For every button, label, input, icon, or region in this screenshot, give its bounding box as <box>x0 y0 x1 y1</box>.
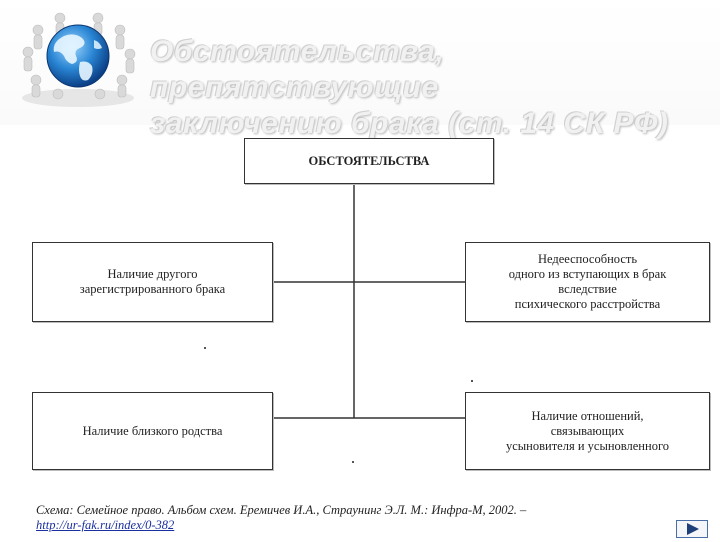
box-line: психического расстройства <box>514 297 661 311</box>
next-slide-button[interactable] <box>676 520 708 538</box>
box-line: одного из вступающих в брак <box>508 267 667 281</box>
box-line: Наличие другого <box>107 267 198 281</box>
caption-text: Схема: Семейное право. Альбом схем. Ерем… <box>36 503 527 517</box>
box-line: связывающих <box>550 423 625 438</box>
scan-speck <box>204 347 206 349</box>
source-caption: Схема: Семейное право. Альбом схем. Ерем… <box>36 503 526 533</box>
root-box: ОБСТОЯТЕЛЬСТВА <box>244 138 494 184</box>
right-box-incapacity: Недееспособность одного из вступающих в … <box>465 242 710 322</box>
root-box-label: ОБСТОЯТЕЛЬСТВА <box>308 153 430 168</box>
play-triangle-icon <box>687 523 699 535</box>
box-line: Недееспособность <box>537 252 638 266</box>
box-line: Наличие близкого родства <box>82 423 223 438</box>
source-link[interactable]: http://ur-fak.ru/index/0-382 <box>36 518 175 532</box>
box-line: зарегистрированного брака <box>79 282 226 296</box>
scan-speck <box>471 380 473 382</box>
box-line: усыновителя и усыновленного <box>505 438 670 453</box>
title-line: заключению брака (ст. 14 СК РФ) <box>150 107 669 140</box>
left-box-other-marriage: Наличие другого зарегистрированного брак… <box>32 242 273 322</box>
page-title: Обстоятельства, препятствующие заключени… <box>150 34 710 142</box>
title-line: Обстоятельства, препятствующие <box>150 35 445 104</box>
right-box-adoption: Наличие отношений, связывающих усыновите… <box>465 392 710 470</box>
scan-speck <box>352 461 354 463</box>
box-line: Наличие отношений, <box>531 408 644 423</box>
left-box-close-kinship: Наличие близкого родства <box>32 392 273 470</box>
globe-people-logo-icon <box>22 12 136 107</box>
slide-header: Обстоятельства, препятствующие заключени… <box>0 0 720 140</box>
box-line: вследствие <box>558 282 617 296</box>
